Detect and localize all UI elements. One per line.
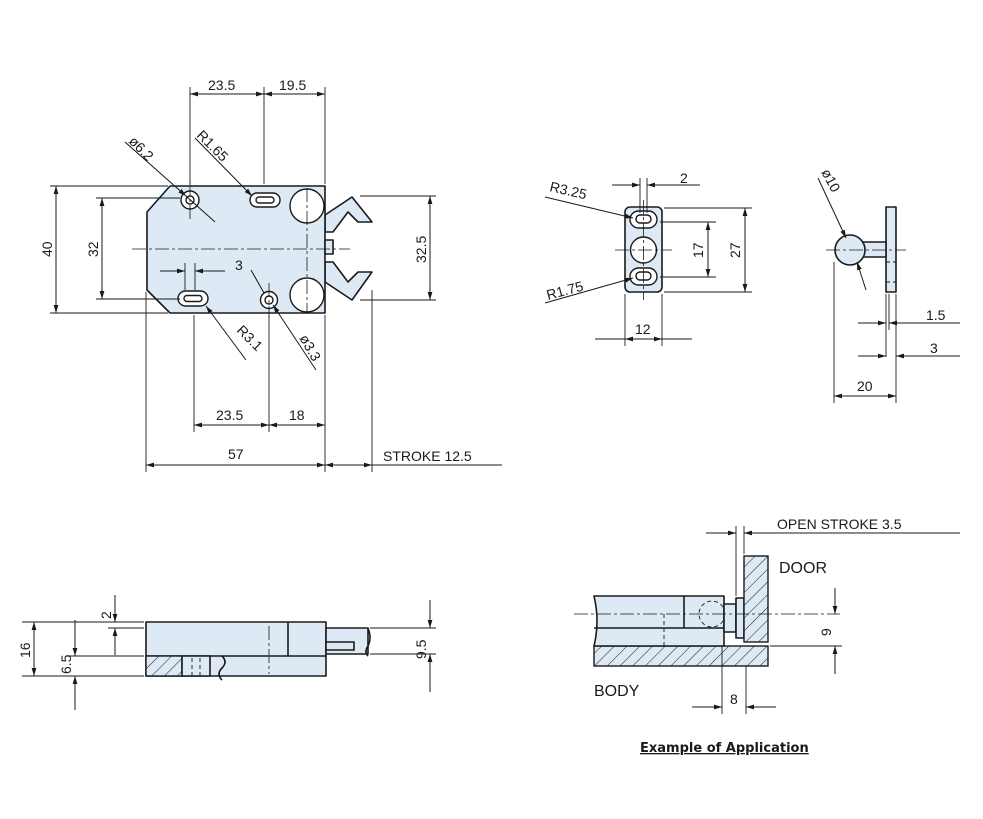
leader-r-1-65 [194,137,253,197]
side-hatch-base [145,655,183,677]
dim-3-side: 3 [930,340,938,356]
dim-2-side: 2 [98,611,114,619]
label-r-1-75: R1.75 [545,278,585,303]
front-view: 23.5 19.5 ø6.2 R1.65 40 32 32.5 3 R3.1 [39,77,502,472]
dim-19-5: 19.5 [279,77,306,93]
side-break-line [218,655,226,681]
slot-bottom-left-inner [183,294,203,303]
catch-side-view: ø10 1.5 3 20 [817,166,960,403]
label-body: BODY [594,683,640,700]
label-open-stroke: OPEN STROKE 3.5 [777,516,902,532]
dim-1-5: 1.5 [926,307,946,323]
dim-9-app: 9 [818,628,834,636]
label-door: DOOR [779,560,827,577]
dim-57: 57 [228,446,244,462]
label-stroke: STROKE 12.5 [383,448,472,464]
side-latch-tip [325,641,355,651]
leader-dia-3-3 [272,304,317,371]
dim-40: 40 [39,241,55,257]
application-view: OPEN STROKE 3.5 DOOR BODY 9 8 Example of… [574,516,960,756]
app-catch-stem [723,603,737,633]
label-dia-6-2: ø6.2 [126,133,157,164]
dim-6-5: 6.5 [58,654,74,674]
label-r-1-65: R1.65 [194,127,232,165]
dim-3-front: 3 [235,257,243,273]
label-r-3-1: R3.1 [234,322,266,354]
dim-9-5: 9.5 [413,639,429,659]
side-slot [181,655,211,677]
dim-12: 12 [635,321,651,337]
dim-23-5-bottom: 23.5 [216,407,243,423]
caption-example-of-application: Example of Application [640,741,809,756]
latch-upper-claw [324,196,373,233]
app-body-panel [593,645,769,667]
app-catch-plate [735,597,745,639]
catch-front-view: 2 R3.25 R1.75 17 27 12 [545,170,752,346]
dim-18: 18 [289,407,305,423]
dim-32-5: 32.5 [413,236,429,263]
dim-27: 27 [727,242,743,258]
app-latch-body [593,595,725,647]
latch-pin-stub [324,239,334,255]
dim-32: 32 [85,241,101,257]
catch-side-plate [885,206,897,293]
dim-20: 20 [857,378,873,394]
label-dia-3-3: ø3.3 [296,332,324,364]
dim-8: 8 [730,691,738,707]
leader-r-3-25 [544,196,634,219]
app-door-panel [743,555,769,643]
leader-r-1-75 [544,277,634,304]
side-arm-break [365,627,371,657]
side-view: 16 6.5 2 9.5 [17,595,436,710]
dim-16: 16 [17,642,33,658]
dim-2-catch: 2 [680,170,688,186]
latch-lower-claw [324,261,373,301]
leader-dia-10 [817,177,847,239]
leader-dia-6-2 [124,141,187,197]
leader-r-3-1 [205,305,247,361]
dim-23-5-top: 23.5 [208,77,235,93]
latch-body [146,185,326,314]
dim-17: 17 [690,242,706,258]
label-dia-10: ø10 [818,166,844,195]
slot-top-inner [255,196,275,204]
